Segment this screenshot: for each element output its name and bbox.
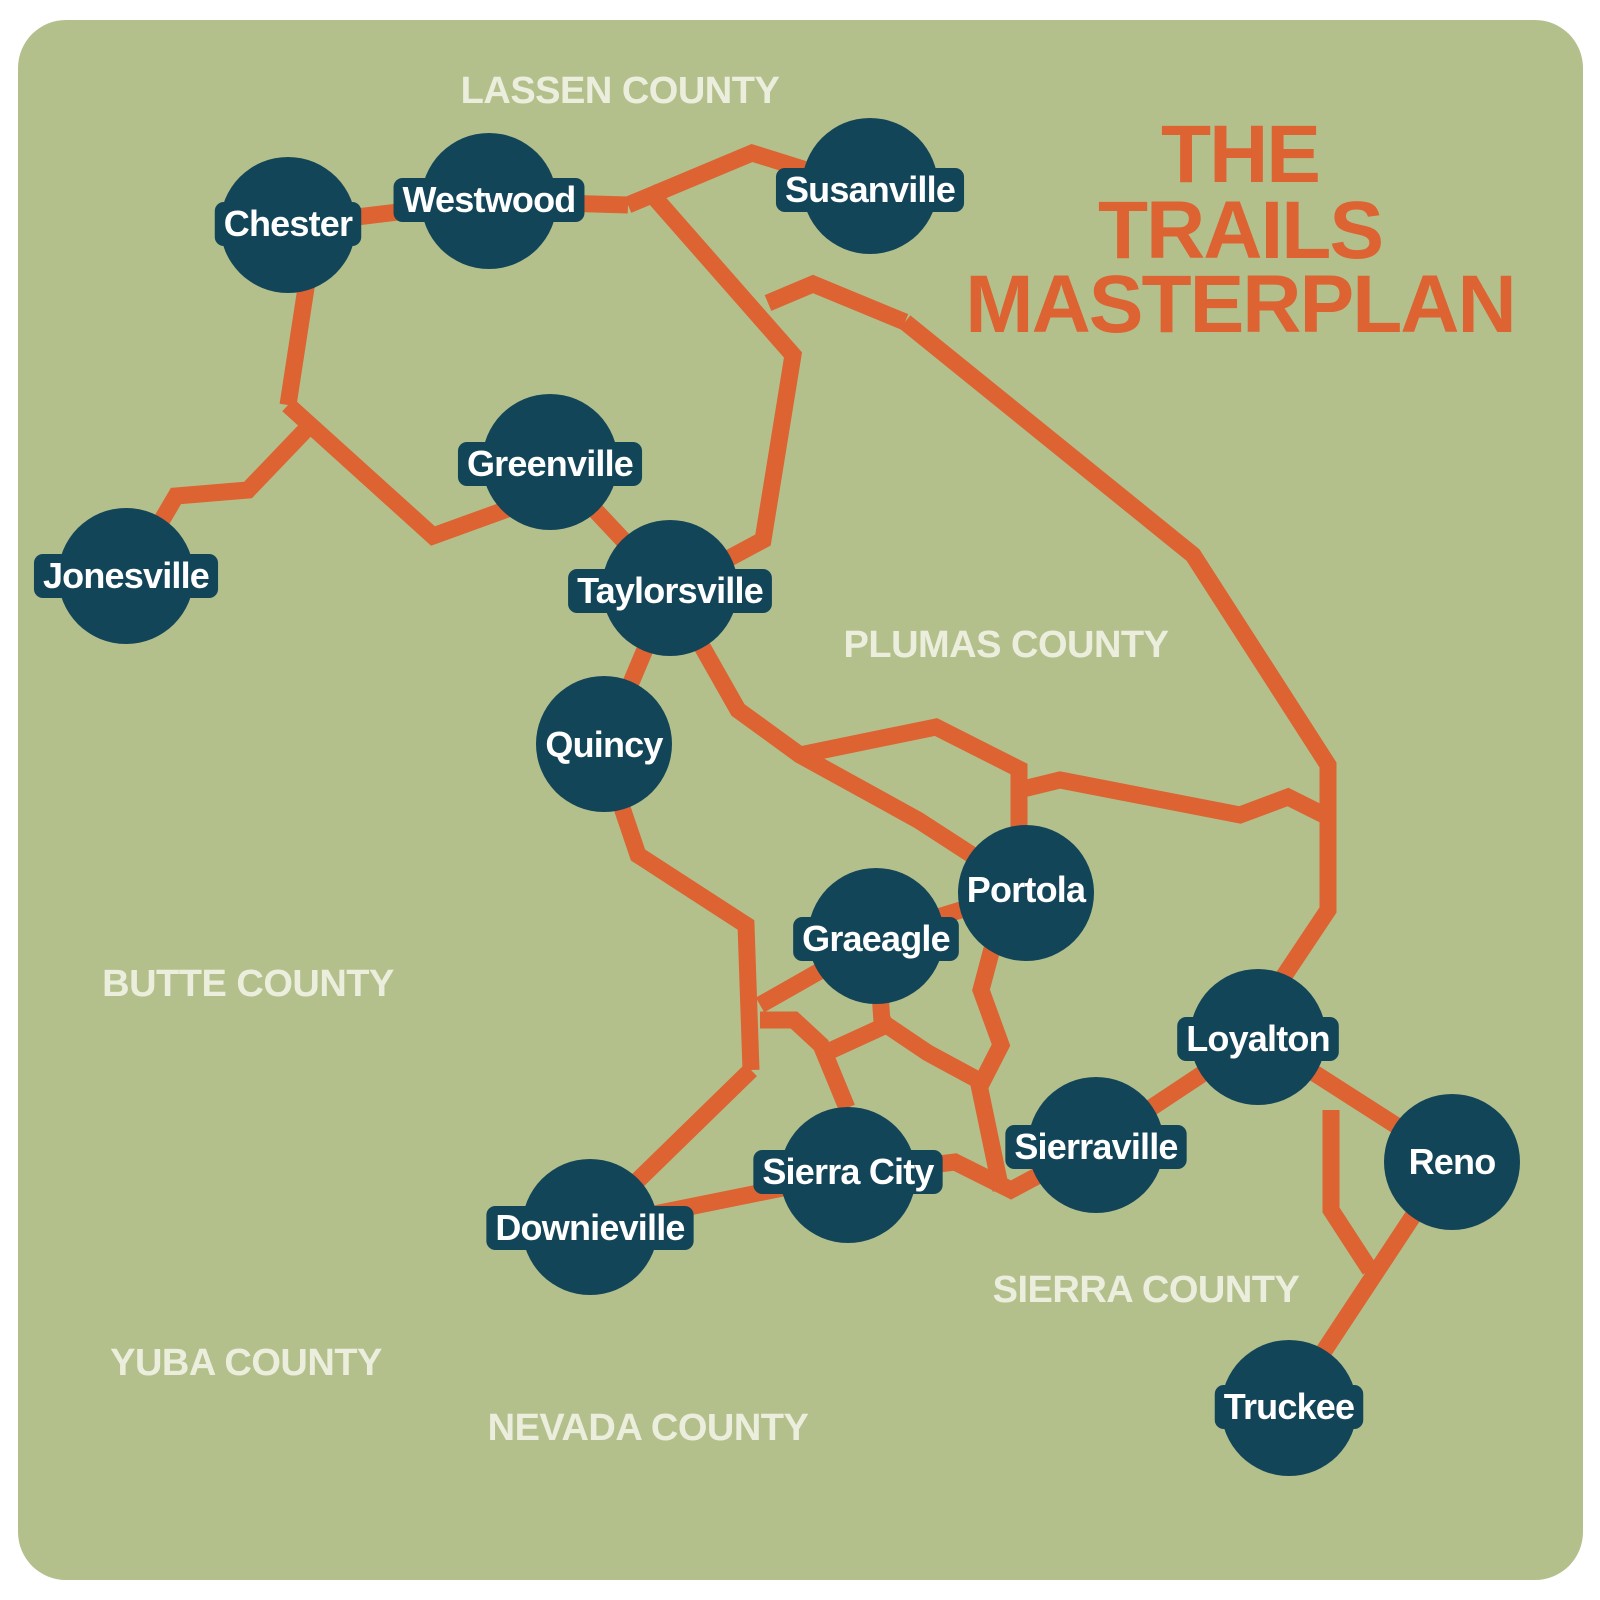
town-label-westwood: Westwood [403, 179, 576, 220]
town-node-downieville[interactable]: Downieville [486, 1159, 694, 1295]
town-label-sierra-city: Sierra City [762, 1151, 934, 1192]
town-label-background [393, 178, 585, 222]
title-line-3: MASTERPLAN [965, 259, 1514, 350]
trail-quincy-south [607, 787, 760, 1071]
town-label-background [33, 554, 219, 598]
town-label-reno: Reno [1409, 1141, 1496, 1182]
town-label-background [486, 1206, 694, 1250]
town-label-loyalton: Loyalton [1186, 1018, 1330, 1059]
town-marker [958, 825, 1094, 961]
town-node-truckee[interactable]: Truckee [1214, 1340, 1364, 1476]
town-label-background [568, 569, 772, 613]
town-node-graeagle[interactable]: Graeagle [793, 868, 959, 1004]
town-nodes: Chester Westwood Susanville Greenville J… [33, 118, 1520, 1476]
town-label-background [1005, 1125, 1187, 1169]
town-node-reno[interactable]: Reno [1384, 1094, 1520, 1230]
county-label-nevada: NEVADA COUNTY [488, 1407, 809, 1449]
town-label-truckee: Truckee [1224, 1386, 1355, 1427]
town-node-quincy[interactable]: Quincy [536, 676, 672, 812]
town-label-chester: Chester [224, 203, 353, 244]
trail-mid-loop [760, 1011, 855, 1112]
town-label-graeagle: Graeagle [802, 918, 950, 959]
trail-chester-south [279, 273, 317, 407]
town-node-sierra-city[interactable]: Sierra City [753, 1107, 943, 1243]
town-label-background [793, 917, 959, 961]
title-line-2: TRAILS [1098, 185, 1382, 276]
county-label-lassen: LASSEN COUNTY [461, 70, 780, 112]
town-label-quincy: Quincy [545, 724, 663, 765]
title-line-1: THE [1161, 109, 1319, 200]
map-title: THE TRAILS MASTERPLAN [965, 109, 1516, 350]
town-node-greenville[interactable]: Greenville [457, 394, 643, 530]
town-label-taylorsville: Taylorsville [577, 570, 763, 611]
town-label-background [214, 202, 362, 246]
town-label-susanville: Susanville [785, 169, 955, 210]
trail-portola-east [1016, 771, 1332, 825]
trail-jonesville-branch [148, 414, 322, 535]
town-node-loyalton[interactable]: Loyalton [1177, 969, 1339, 1105]
trail-north-spur [764, 274, 909, 330]
trail-map-canvas: LASSEN COUNTY PLUMAS COUNTY BUTTE COUNTY… [18, 20, 1583, 1580]
town-node-susanville[interactable]: Susanville [775, 118, 965, 254]
town-node-jonesville[interactable]: Jonesville [33, 508, 219, 644]
county-labels: LASSEN COUNTY PLUMAS COUNTY BUTTE COUNTY… [102, 70, 1300, 1449]
county-label-yuba: YUBA COUNTY [110, 1342, 382, 1384]
town-label-background [753, 1150, 943, 1194]
town-marker [536, 676, 672, 812]
town-label-downieville: Downieville [495, 1207, 684, 1248]
trail-loyalton-truckee [1322, 1110, 1378, 1275]
town-node-taylorsville[interactable]: Taylorsville [568, 520, 772, 656]
town-node-chester[interactable]: Chester [214, 157, 362, 293]
town-label-portola: Portola [967, 869, 1087, 910]
town-label-greenville: Greenville [467, 443, 633, 484]
town-label-background [457, 442, 643, 486]
town-label-background [1214, 1385, 1364, 1429]
county-label-butte: BUTTE COUNTY [102, 963, 394, 1005]
trail-portola-south [970, 942, 1011, 1094]
town-label-sierraville: Sierraville [1014, 1126, 1177, 1167]
town-label-jonesville: Jonesville [43, 555, 209, 596]
county-label-plumas: PLUMAS COUNTY [844, 624, 1169, 666]
trail-map: LASSEN COUNTY PLUMAS COUNTY BUTTE COUNTY… [18, 20, 1583, 1580]
town-marker [1384, 1094, 1520, 1230]
town-label-background [1177, 1017, 1339, 1061]
town-node-sierraville[interactable]: Sierraville [1005, 1077, 1187, 1213]
town-label-background [775, 168, 965, 212]
trail-east-arc [899, 315, 1337, 1005]
town-node-portola[interactable]: Portola [958, 825, 1094, 961]
town-node-westwood[interactable]: Westwood [393, 133, 585, 269]
county-label-sierra: SIERRA COUNTY [993, 1269, 1300, 1311]
